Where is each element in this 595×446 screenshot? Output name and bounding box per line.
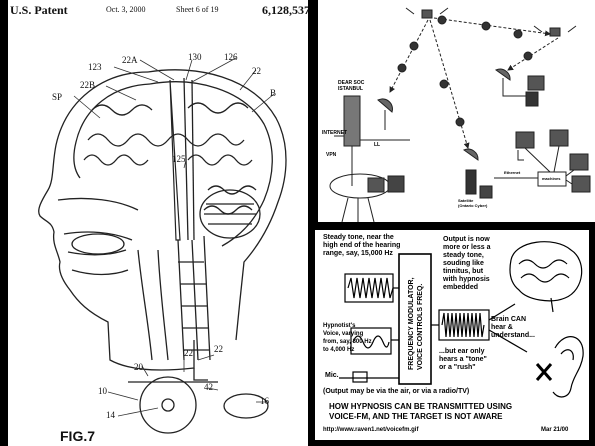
mic-label: Mic. bbox=[325, 372, 339, 379]
output-via-text: (Output may be via the air, or via a rad… bbox=[323, 388, 470, 395]
ref-label: 22A bbox=[122, 55, 138, 65]
steady-tone-text: Steady tone, near the high end of the he… bbox=[323, 234, 401, 257]
station-label: DEAR SOC ISTANBUL bbox=[338, 80, 365, 92]
brain-text: Brain CAN hear & understand... bbox=[491, 316, 535, 339]
ear-text: ...but ear only hears a "tone" or a "rus… bbox=[439, 348, 487, 371]
output-text: Output is now more or less a steady tone… bbox=[443, 236, 491, 291]
ref-label: 123 bbox=[88, 62, 102, 72]
patent-drawing-panel: U.S. Patent Oct. 3, 2000 Sheet 6 of 19 6… bbox=[8, 0, 308, 446]
ref-label: 14 bbox=[106, 410, 115, 420]
patent-date: Oct. 3, 2000 bbox=[106, 5, 146, 14]
link-label: LL bbox=[374, 142, 381, 148]
figure-label: FIG.7 bbox=[60, 428, 96, 444]
ref-label: 22 bbox=[252, 66, 261, 76]
headline: HOW HYPNOSIS CAN BE TRANSMITTED USING bbox=[329, 402, 513, 411]
patent-sheet: Sheet 6 of 19 bbox=[176, 5, 219, 14]
ref-label: 126 bbox=[224, 52, 238, 62]
ref-label: 22 bbox=[184, 348, 193, 358]
source-url: http://www.raven1.net/voicefm.gif bbox=[323, 427, 419, 433]
ref-label: 16 bbox=[260, 396, 269, 406]
patent-number: 6,128,537 bbox=[262, 3, 308, 17]
ref-label: 20 bbox=[134, 362, 143, 372]
ref-label: 10 bbox=[98, 386, 107, 396]
ref-label: 42 bbox=[204, 382, 213, 392]
head-cross-section-drawing bbox=[38, 57, 287, 434]
satellite-icon bbox=[533, 25, 577, 37]
ref-label: 22 bbox=[214, 344, 223, 354]
explainer-date: Mar 21/00 bbox=[541, 427, 569, 433]
modulator-label: FREQUENCY MODULATOR, VOICE CONTROLS FREQ… bbox=[408, 277, 424, 370]
ref-label: 22B bbox=[80, 80, 96, 90]
voice-fm-explainer: Steady tone, near the high end of the he… bbox=[314, 229, 590, 441]
headline: VOICE-FM, AND THE TARGET IS NOT AWARE bbox=[329, 412, 503, 421]
ref-label: B bbox=[270, 88, 277, 98]
satellite-network-diagram: DEAR SOC ISTANBUL LL VPN INTERNET Satell… bbox=[318, 0, 595, 222]
link-label: VPN bbox=[326, 152, 337, 158]
ref-label: 130 bbox=[188, 52, 202, 62]
link-label: Satellite (Ontario Cyber) bbox=[458, 198, 488, 208]
ref-label: 125 bbox=[172, 154, 186, 164]
link-label: machines bbox=[542, 176, 561, 181]
hypnotist-text: Hypnotist's Voice, varying from, say, 30… bbox=[323, 323, 372, 353]
link-label: Ethernet bbox=[504, 170, 521, 175]
link-label: INTERNET bbox=[322, 130, 347, 136]
patent-office: U.S. Patent bbox=[10, 3, 68, 17]
ref-label: SP bbox=[52, 92, 63, 102]
satellite-icon bbox=[405, 7, 449, 19]
